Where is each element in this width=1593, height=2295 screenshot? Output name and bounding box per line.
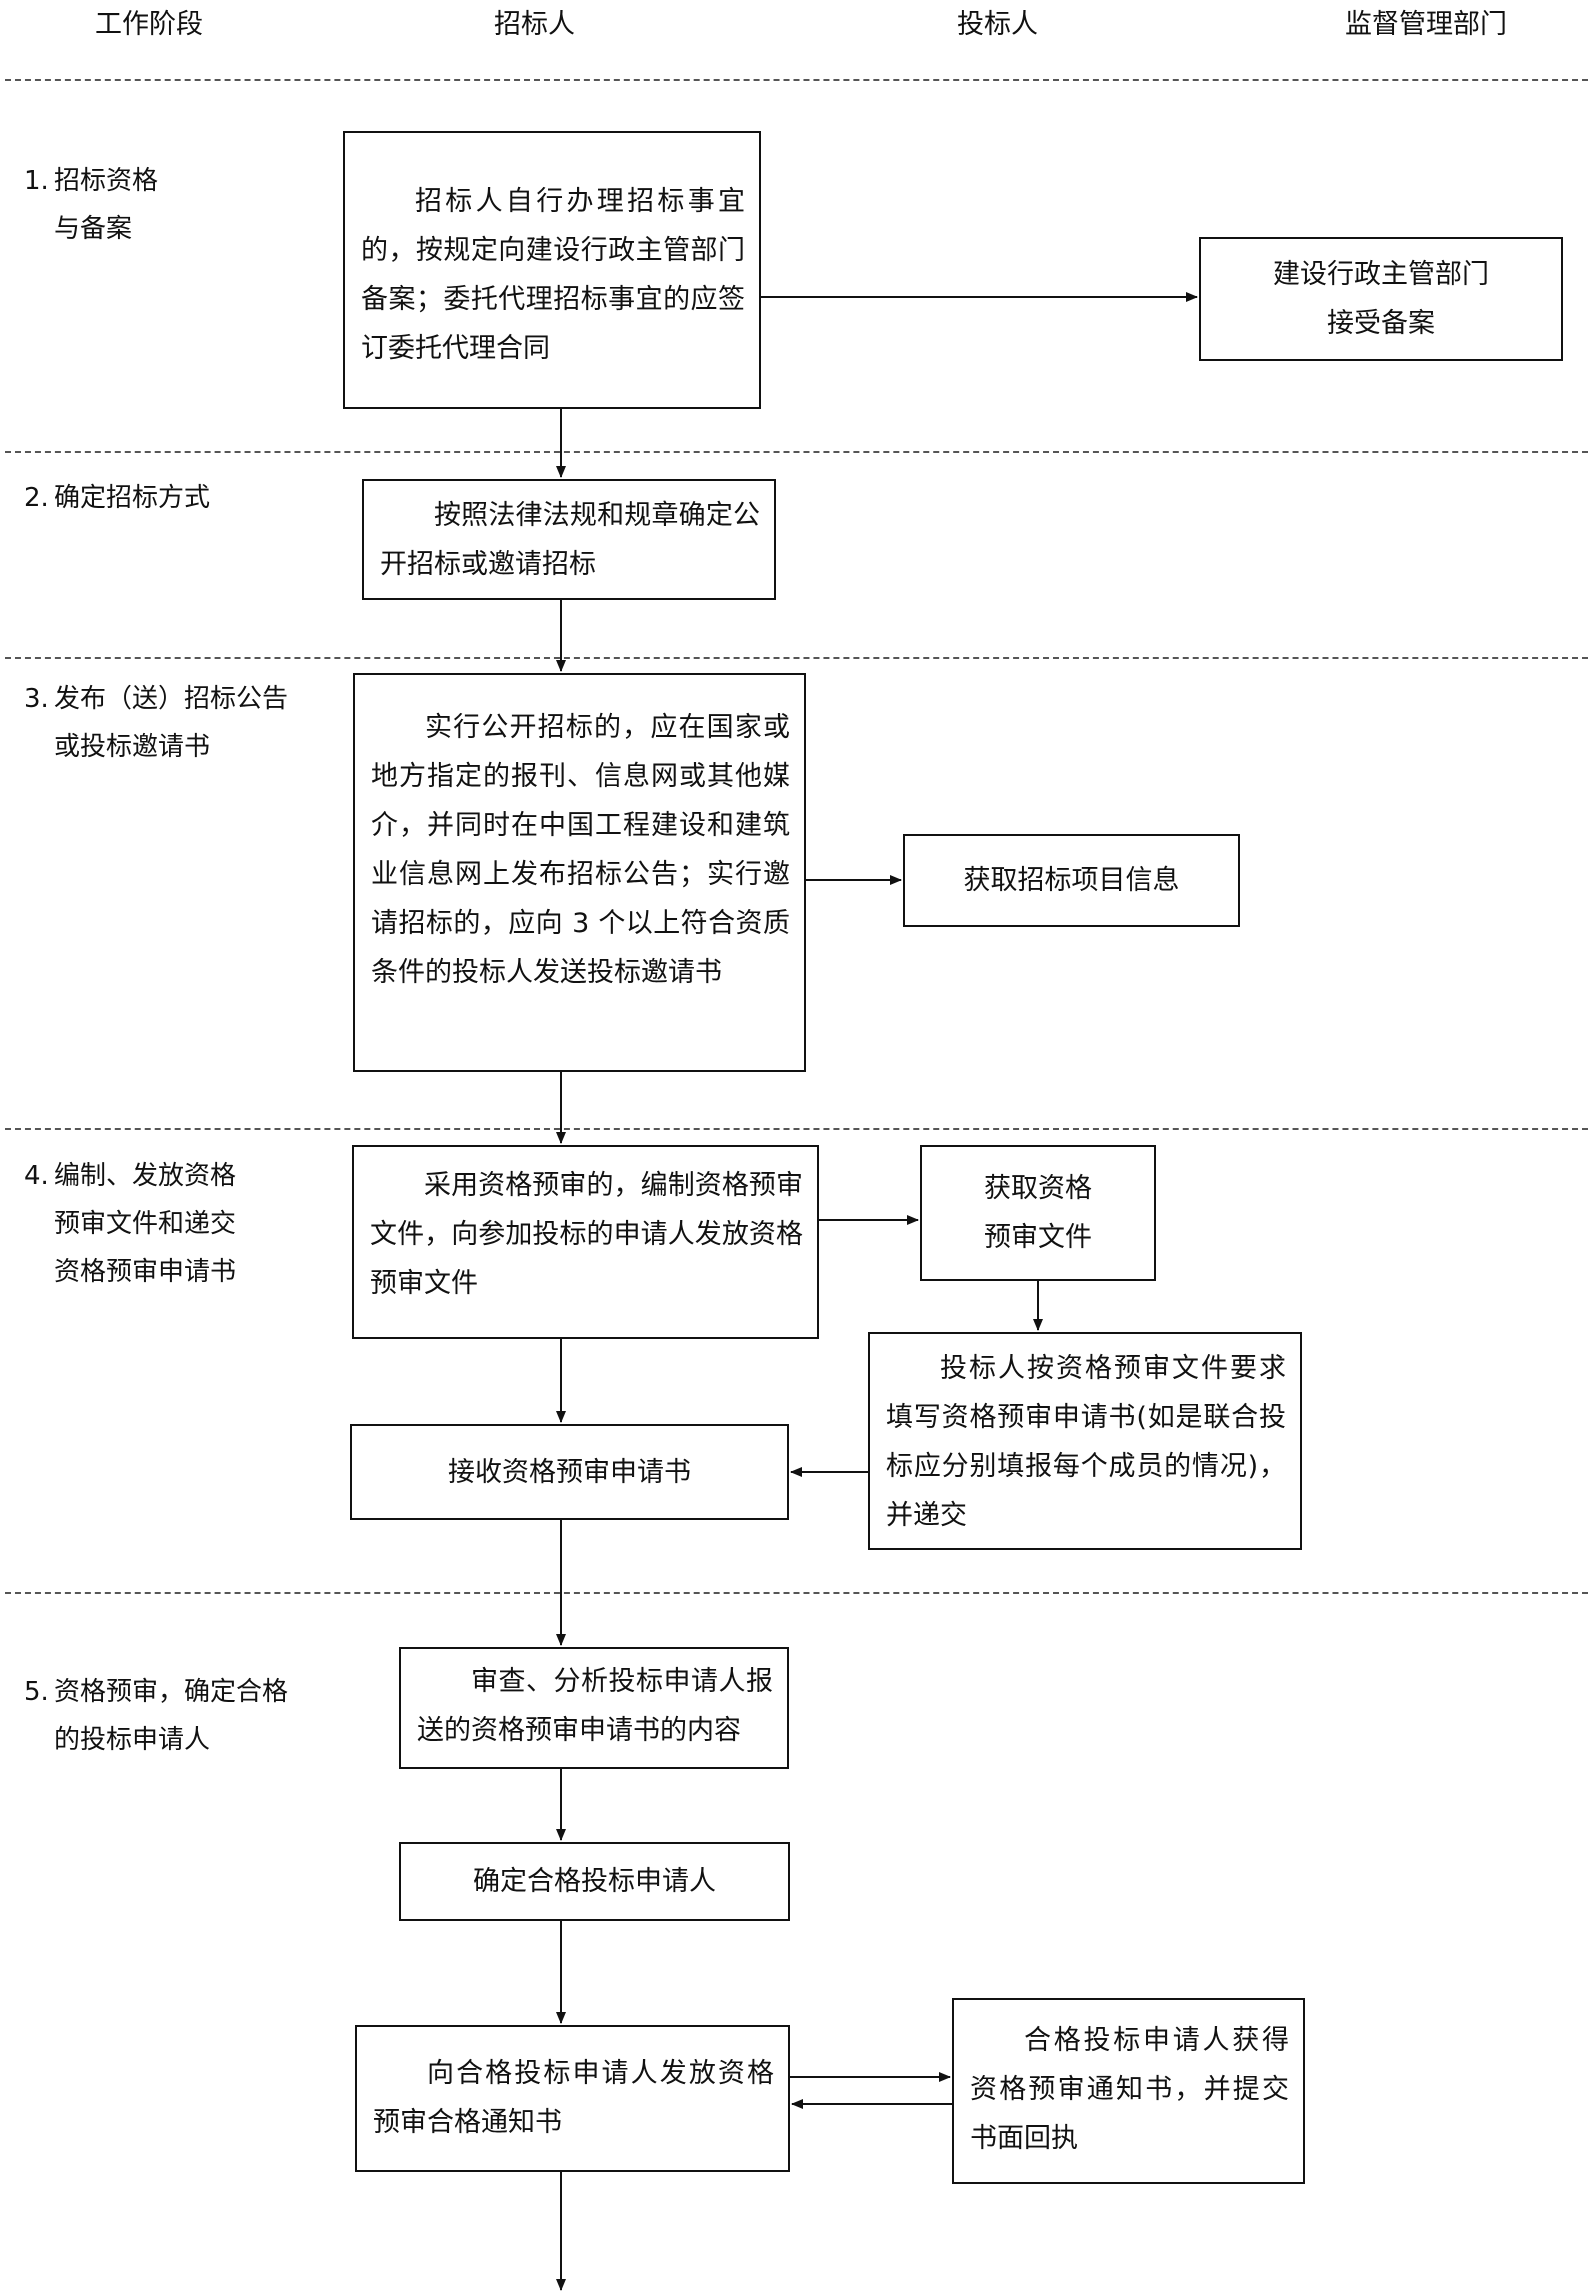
stage-divider — [5, 1592, 1588, 1594]
box-bidder-receipt: 合格投标申请人获得资格预审通知书，并提交书面回执 — [952, 1998, 1305, 2184]
box-filing-supervisor: 建设行政主管部门 接受备案 — [1199, 237, 1563, 361]
box-issue-notice: 向合格投标申请人发放资格预审合格通知书 — [355, 2025, 790, 2172]
stage-title: 与备案 — [54, 214, 133, 244]
box-text: 获取资格 — [984, 1173, 1092, 1204]
stage-title: 资格预审申请书 — [54, 1257, 237, 1287]
stage-number: 5. — [24, 1677, 49, 1707]
box-text: 建设行政主管部门 — [1273, 259, 1489, 290]
box-text: 获取招标项目信息 — [963, 865, 1180, 896]
stage-title: 发布（送）招标公告 — [54, 684, 289, 714]
box-confirm-qualified: 确定合格投标申请人 — [399, 1842, 790, 1921]
stage-number: 4. — [24, 1161, 49, 1191]
box-text: 合格投标申请人获得资格预审通知书，并提交书面回执 — [970, 2025, 1289, 2154]
box-text: 实行公开招标的，应在国家或地方指定的报刊、信息网或其他媒介，并同时在中国工程建设… — [371, 712, 790, 988]
stage-title: 招标资格 — [54, 166, 159, 196]
header-supervisor: 监督管理部门 — [1345, 9, 1507, 40]
box-review-application: 审查、分析投标申请人报送的资格预审申请书的内容 — [399, 1647, 789, 1769]
stage-2-label: 2.确定招标方式 — [24, 474, 210, 522]
box-text: 投标人按资格预审文件要求填写资格预审申请书(如是联合投标应分别填报每个成员的情况… — [886, 1353, 1286, 1531]
stage-5-label: 5.资格预审，确定合格 的投标申请人 — [24, 1668, 288, 1764]
box-tender-method: 按照法律法规和规章确定公开招标或邀请招标 — [362, 479, 776, 600]
stage-divider — [5, 79, 1588, 81]
stage-divider — [5, 657, 1588, 659]
box-publish-notice: 实行公开招标的，应在国家或地方指定的报刊、信息网或其他媒介，并同时在中国工程建设… — [353, 673, 806, 1072]
stage-title: 或投标邀请书 — [54, 732, 211, 762]
box-receive-application: 接收资格预审申请书 — [350, 1424, 789, 1520]
stage-4-label: 4.编制、发放资格 预审文件和递交 资格预审申请书 — [24, 1152, 236, 1296]
stage-1-label: 1.招标资格 与备案 — [24, 157, 158, 253]
stage-title: 确定招标方式 — [54, 483, 211, 513]
box-obtain-prequal-docs: 获取资格 预审文件 — [920, 1145, 1156, 1281]
box-fill-application: 投标人按资格预审文件要求填写资格预审申请书(如是联合投标应分别填报每个成员的情况… — [868, 1332, 1302, 1550]
box-text: 按照法律法规和规章确定公开招标或邀请招标 — [380, 500, 760, 580]
header-stage: 工作阶段 — [95, 9, 203, 40]
box-text: 采用资格预审的，编制资格预审文件，向参加投标的申请人发放资格预审文件 — [370, 1170, 803, 1299]
stage-title: 的投标申请人 — [54, 1725, 211, 1755]
stage-number: 1. — [24, 166, 49, 196]
box-text: 招标人自行办理招标事宜的，按规定向建设行政主管部门备案；委托代理招标事宜的应签订… — [361, 186, 745, 364]
stage-title: 资格预审，确定合格 — [54, 1677, 289, 1707]
stage-title: 预审文件和递交 — [54, 1209, 237, 1239]
header-tenderer: 招标人 — [494, 9, 575, 40]
stage-divider — [5, 451, 1588, 453]
header-bidder: 投标人 — [957, 9, 1038, 40]
stage-3-label: 3.发布（送）招标公告 或投标邀请书 — [24, 675, 288, 771]
stage-number: 2. — [24, 483, 49, 513]
box-text: 审查、分析投标申请人报送的资格预审申请书的内容 — [417, 1666, 773, 1746]
stage-divider — [5, 1128, 1588, 1130]
box-obtain-info: 获取招标项目信息 — [903, 834, 1240, 927]
stage-title: 编制、发放资格 — [54, 1161, 237, 1191]
box-text: 向合格投标申请人发放资格预审合格通知书 — [373, 2058, 774, 2138]
box-text: 预审文件 — [984, 1222, 1092, 1253]
stage-number: 3. — [24, 684, 49, 714]
box-prequal-docs: 采用资格预审的，编制资格预审文件，向参加投标的申请人发放资格预审文件 — [352, 1145, 819, 1339]
box-text: 接收资格预审申请书 — [448, 1456, 691, 1488]
box-text: 接受备案 — [1327, 308, 1435, 339]
box-filing-tenderer: 招标人自行办理招标事宜的，按规定向建设行政主管部门备案；委托代理招标事宜的应签订… — [343, 131, 761, 409]
box-text: 确定合格投标申请人 — [473, 1866, 716, 1897]
